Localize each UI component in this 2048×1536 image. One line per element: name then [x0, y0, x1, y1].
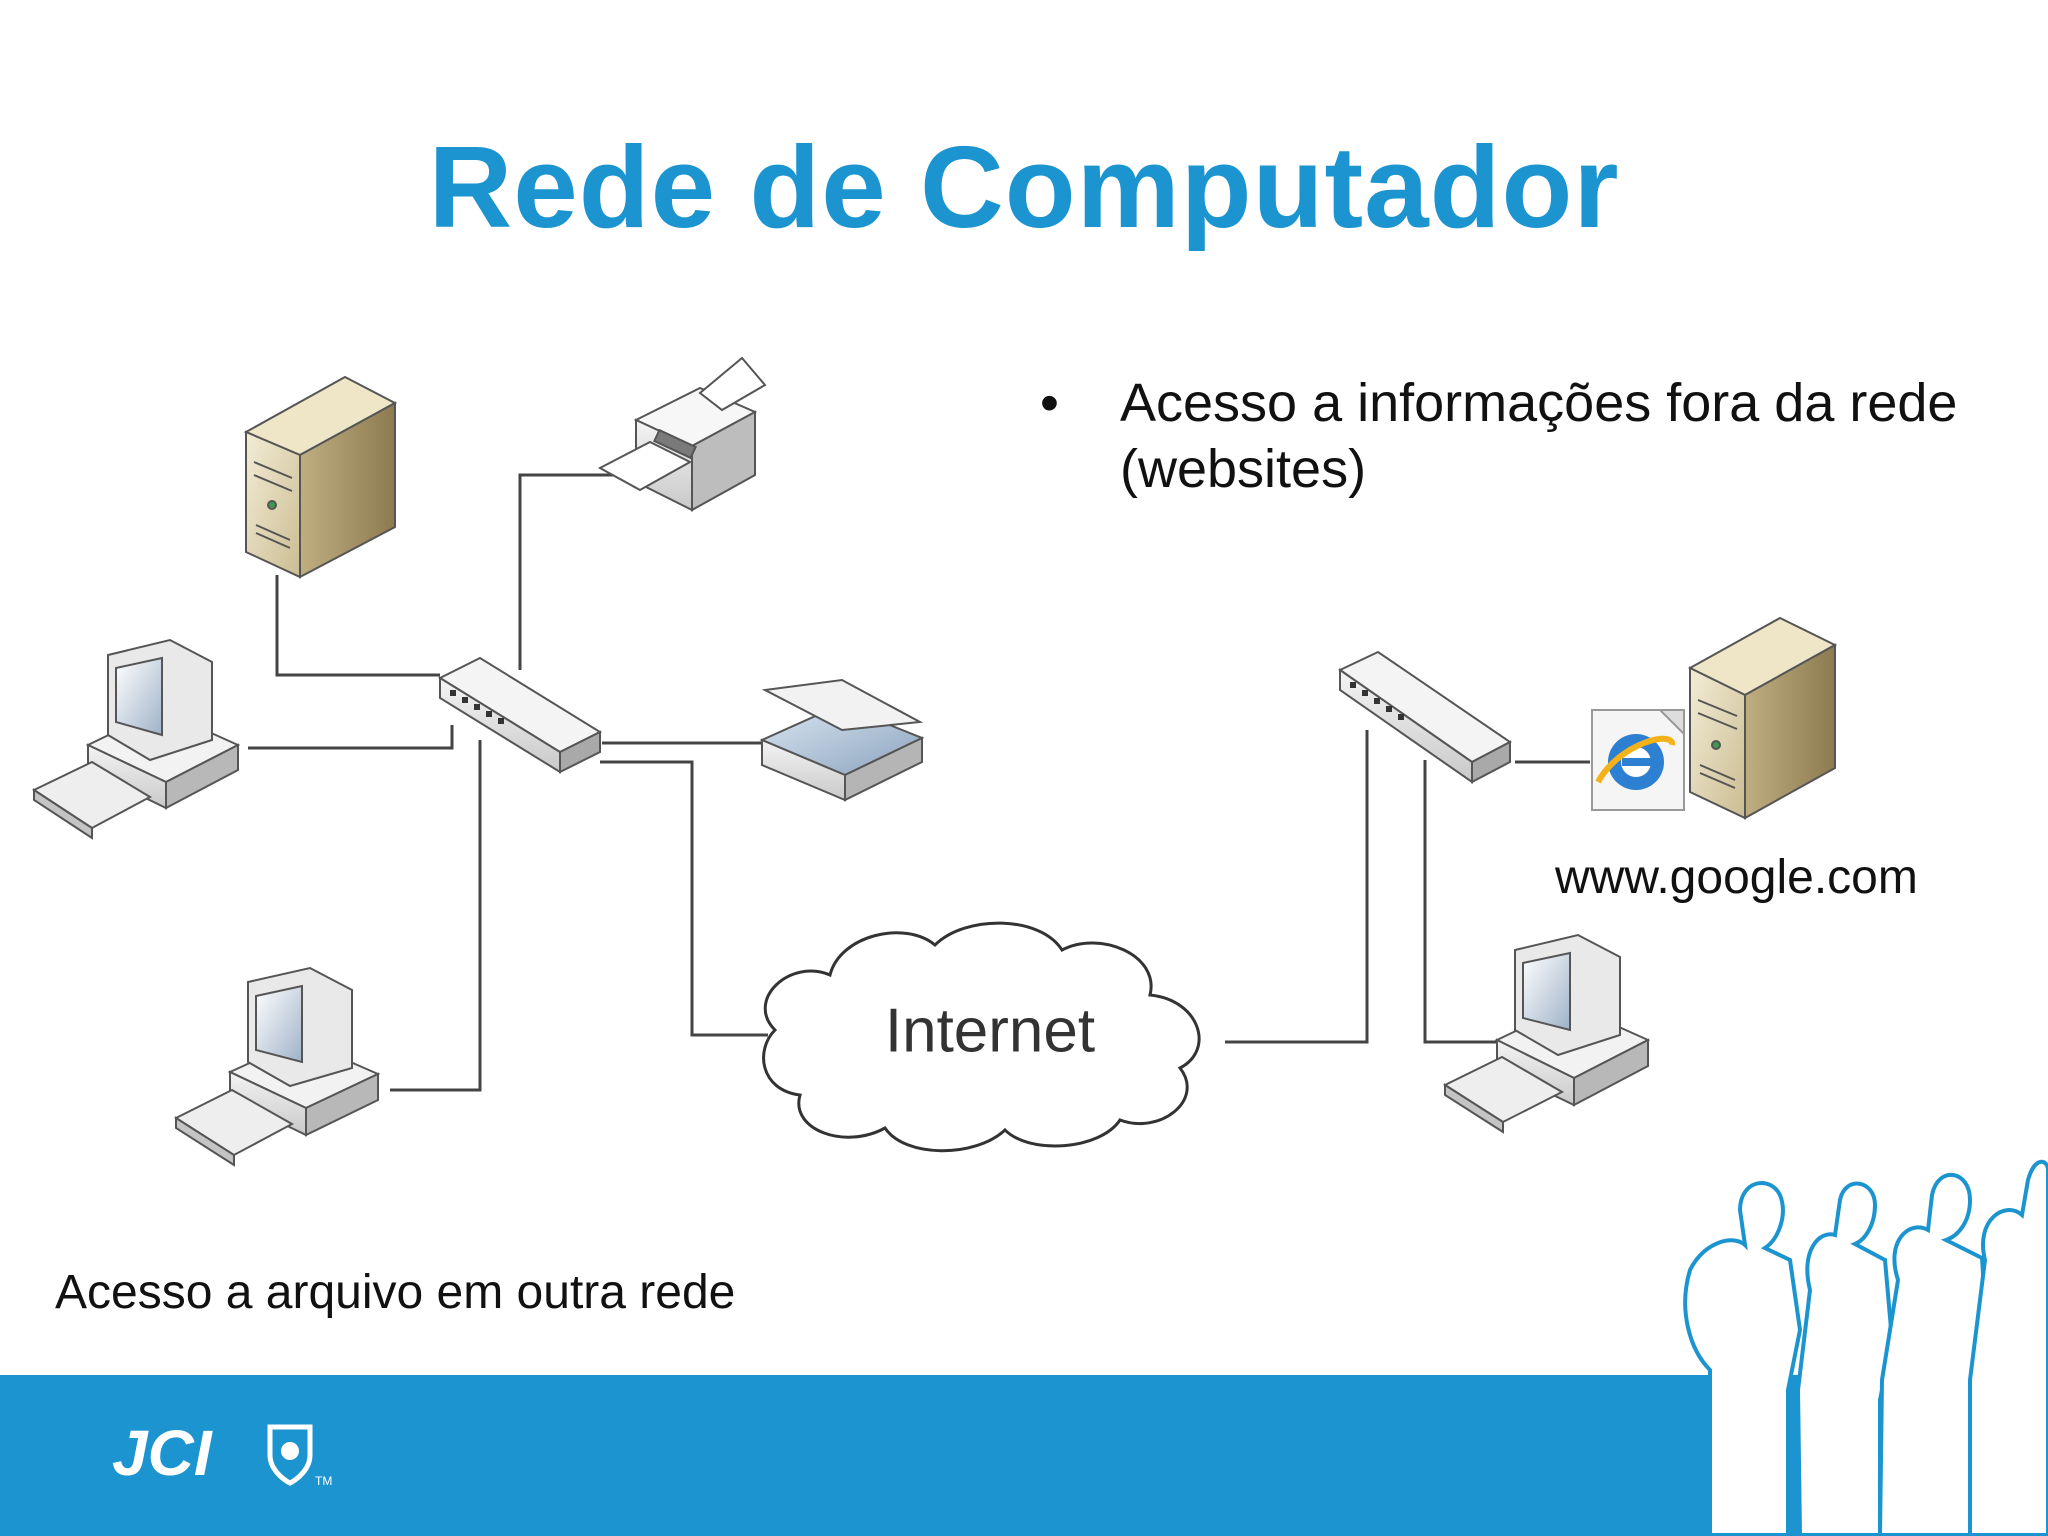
caption-text: Acesso a arquivo em outra rede: [55, 1266, 736, 1319]
shield-icon: [267, 1424, 313, 1486]
link-switch2-pc: [1423, 760, 1497, 1044]
internet-cloud-icon: Internet: [762, 921, 1201, 1153]
trademark-mark: TM: [315, 1474, 332, 1488]
jci-logo-text: JCI: [112, 1417, 213, 1489]
desktop-computer-icon: [1442, 933, 1651, 1134]
footer-band: [0, 1375, 2048, 1536]
network-diagram: Internet: [31, 356, 1838, 1167]
bullet-text: Acesso a informações fora da rede (websi…: [1120, 373, 1958, 499]
desktop-computer-icon: [31, 638, 241, 840]
scanner-icon: [759, 678, 925, 802]
link-internet-switch2: [1225, 730, 1369, 1044]
network-switch-icon: [1338, 650, 1512, 784]
internet-label: Internet: [885, 996, 1095, 1065]
jci-logo: JCI TM: [112, 1417, 332, 1489]
link-switch-internet: [600, 760, 768, 1037]
web-server-icon: [1687, 616, 1838, 820]
desktop-computer-icon: [173, 966, 381, 1167]
people-silhouettes-graphic: [1683, 1159, 2048, 1536]
bullet-marker: •: [1040, 373, 1059, 433]
connection-lines: [248, 473, 1590, 1092]
server-tower-icon: [243, 375, 398, 579]
network-switch-icon: [437, 656, 603, 774]
link-pc1-switch: [248, 725, 454, 750]
link-server-switch: [275, 575, 440, 677]
slide-title: Rede de Computador: [428, 122, 1620, 252]
printer-icon: [597, 356, 767, 512]
website-url-label: www.google.com: [1555, 851, 1918, 904]
browser-icon: [1591, 709, 1685, 811]
link-printer-switch: [518, 473, 618, 670]
link-pc2-switch: [390, 740, 482, 1092]
